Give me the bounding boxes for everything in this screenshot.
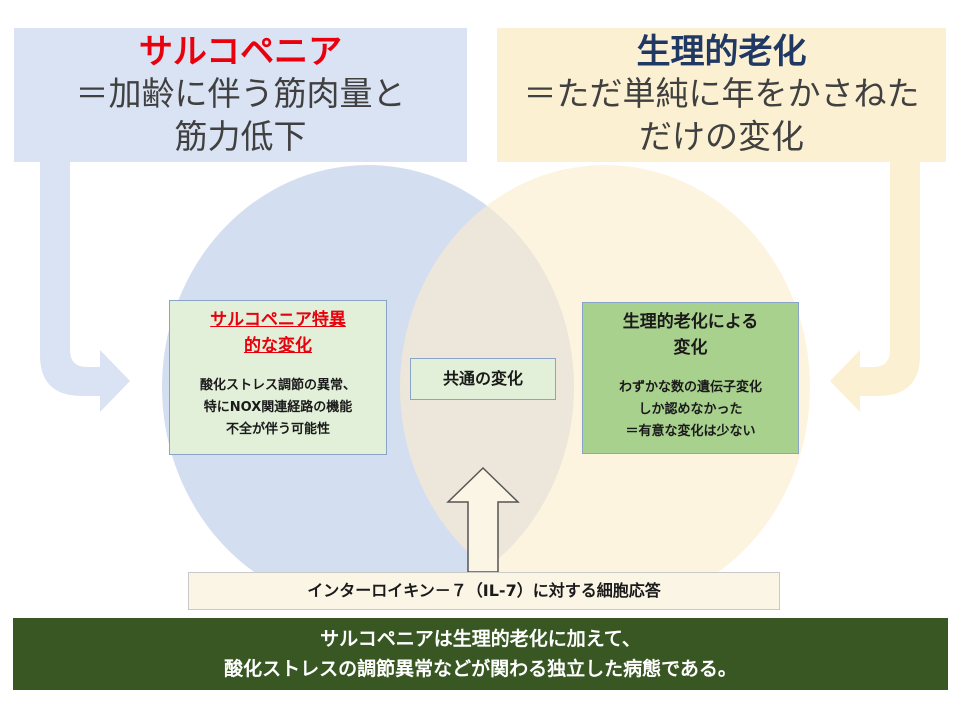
left-curved-arrow	[40, 160, 130, 412]
aging-definition-box: 生理的老化 ＝ただ単純に年をかさねた だけの変化	[497, 28, 946, 162]
aging-heading: 生理的老化	[636, 32, 807, 72]
aging-change-title-line2: 変化	[673, 338, 708, 358]
common-change-box: 共通の変化	[410, 358, 556, 400]
aging-change-body-line2: しか認めなかった	[638, 402, 743, 417]
conclusion-line1: サルコペニアは生理的老化に加えて、	[320, 628, 641, 650]
aging-change-body-line1: わずかな数の遺伝子変化	[618, 380, 762, 395]
sarcopenia-subtitle-line1: ＝加齢に伴う筋肉量と	[75, 74, 406, 113]
aging-change-body-line3: ＝有意な変化は少ない	[625, 424, 756, 439]
il7-response-label: インターロイキン－７（IL-7）に対する細胞応答	[307, 581, 661, 600]
up-arrow	[446, 466, 520, 573]
sarcopenia-subtitle-line2: 筋力低下	[174, 117, 307, 156]
sarcopenia-specific-body: 酸化ストレス調節の異常、 特にNOX関連経路の機能 不全が伴う可能性	[170, 375, 386, 441]
sarcopenia-specific-body-line1: 酸化ストレス調節の異常、	[199, 378, 356, 393]
il7-response-box: インターロイキン－７（IL-7）に対する細胞応答	[188, 572, 780, 610]
common-change-label: 共通の変化	[442, 369, 523, 388]
conclusion-banner: サルコペニアは生理的老化に加えて、 酸化ストレスの調節異常などが関わる独立した病…	[13, 618, 948, 690]
aging-change-box: 生理的老化による 変化 わずかな数の遺伝子変化 しか認めなかった ＝有意な変化は…	[582, 302, 799, 454]
sarcopenia-heading: サルコペニア	[138, 32, 343, 72]
sarcopenia-specific-body-line2: 特にNOX関連経路の機能	[203, 400, 353, 415]
aging-change-body: わずかな数の遺伝子変化 しか認めなかった ＝有意な変化は少ない	[583, 377, 798, 443]
conclusion-line2: 酸化ストレスの調節異常などが関わる独立した病態である。	[224, 658, 737, 680]
sarcopenia-specific-body-line3: 不全が伴う可能性	[225, 422, 330, 437]
sarcopenia-specific-box: サルコペニア特異 的な変化 酸化ストレス調節の異常、 特にNOX関連経路の機能 …	[169, 300, 387, 455]
sarcopenia-specific-title-line2: 的な変化	[244, 336, 312, 356]
sarcopenia-definition-box: サルコペニア ＝加齢に伴う筋肉量と 筋力低下	[14, 28, 467, 162]
aging-subtitle-line2: だけの変化	[639, 117, 804, 156]
sarcopenia-specific-title-line1: サルコペニア特異	[210, 310, 346, 330]
aging-change-title-line1: 生理的老化による	[622, 312, 759, 332]
right-curved-arrow	[830, 160, 920, 412]
aging-subtitle-line1: ＝ただ単純に年をかさねた	[523, 74, 920, 113]
